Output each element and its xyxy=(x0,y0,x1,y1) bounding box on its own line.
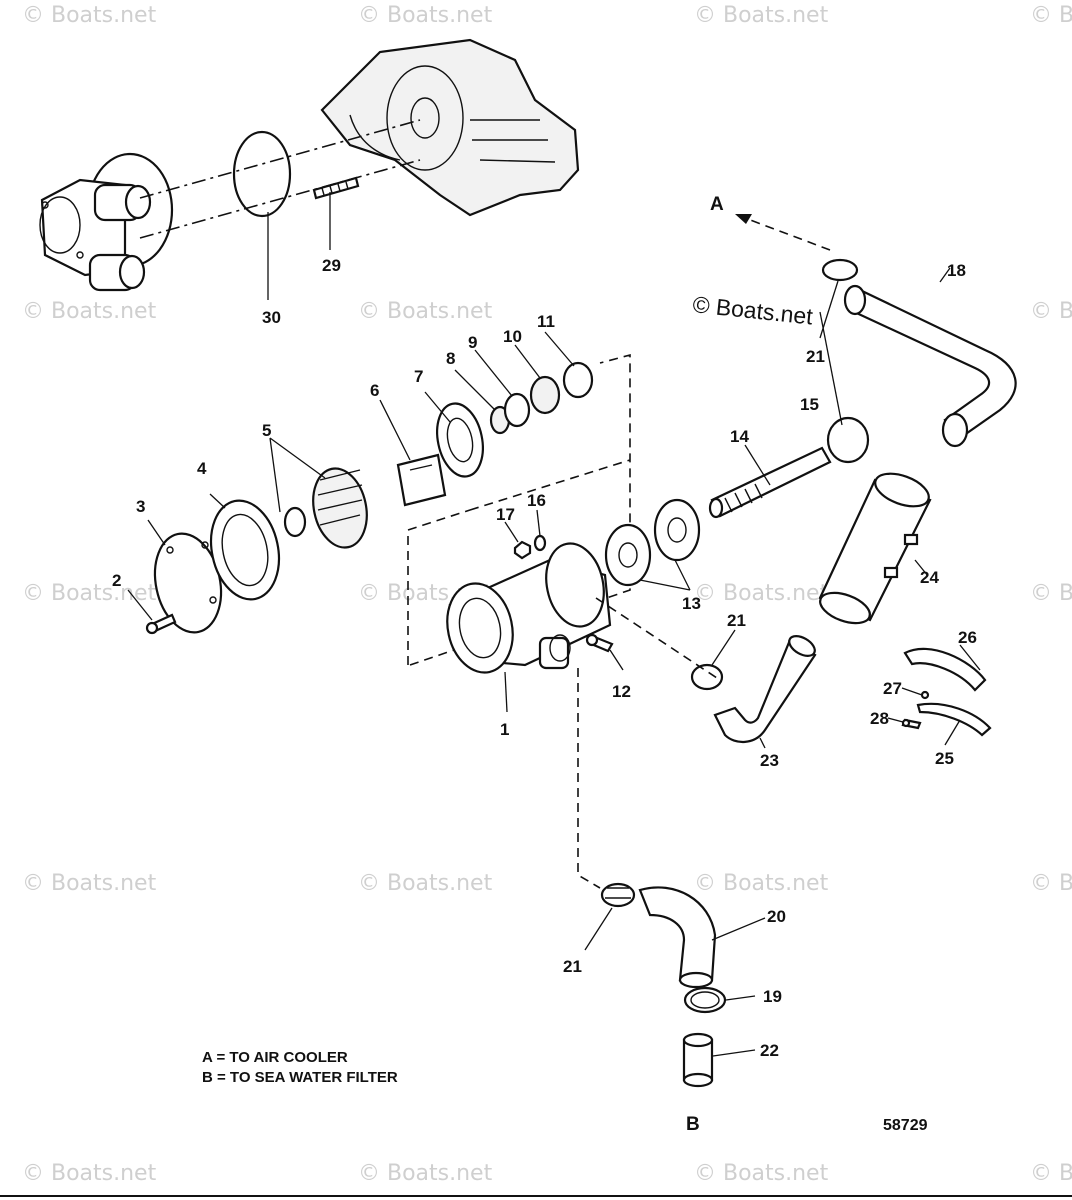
flow-path-b xyxy=(577,668,601,889)
callout-21: 21 xyxy=(806,347,825,366)
watermark: © Boats.net xyxy=(1030,299,1072,324)
o-ring-15 xyxy=(826,416,870,464)
washer-16 xyxy=(533,534,547,552)
callouts: 30 29 3 4 5 6 7 8 9 10 11 2 17 16 12 1 1… xyxy=(112,256,977,1060)
watermark: © Boats.net xyxy=(358,871,493,896)
screw-12 xyxy=(585,633,614,653)
watermark: © Boats.net xyxy=(694,1161,829,1186)
callout-8: 8 xyxy=(446,349,455,368)
hose-clamp-21 xyxy=(690,663,724,691)
callout-9: 9 xyxy=(468,333,477,352)
callout-21: 21 xyxy=(727,611,746,630)
hose-clamp-21 xyxy=(600,882,636,908)
stud-29 xyxy=(312,176,360,200)
callout-30: 30 xyxy=(262,308,281,327)
hose-clamp-21 xyxy=(821,258,859,282)
flow-label-b: B xyxy=(686,1114,700,1135)
callout-19: 19 xyxy=(763,987,782,1006)
gasket-7 xyxy=(436,402,484,478)
watermark: © Boats.net xyxy=(1030,871,1072,896)
bearings-13 xyxy=(604,498,701,587)
watermark: © Boats.net xyxy=(22,299,157,324)
legend: A = TO AIR COOLER B = TO SEA WATER FILTE… xyxy=(202,1049,398,1086)
figure-number: 58729 xyxy=(883,1117,928,1134)
watermark: © Boats.net xyxy=(694,871,829,896)
callout-11: 11 xyxy=(537,312,555,331)
hose-20 xyxy=(638,886,717,989)
wear-plate-6 xyxy=(396,453,447,507)
assembly-centerline xyxy=(139,159,421,239)
flow-arrow-a xyxy=(735,214,831,251)
watermark: © Boats.net xyxy=(1030,1161,1072,1186)
bracket-26 xyxy=(903,647,987,692)
callout-3: 3 xyxy=(136,497,145,516)
watermarks: © Boats.net © Boats.net © Boats.net © Bo… xyxy=(22,3,1072,1186)
shaft-14 xyxy=(708,446,832,519)
flow-label-a: A xyxy=(710,194,724,215)
callout-21: 21 xyxy=(563,957,582,976)
pump-housing-1 xyxy=(446,542,612,674)
hose-18 xyxy=(843,284,1017,448)
watermark: © Boats.net xyxy=(22,871,157,896)
callout-24: 24 xyxy=(920,568,939,587)
washer-9 xyxy=(503,392,531,428)
callout-18: 18 xyxy=(947,261,966,280)
legend-line-b: B = TO SEA WATER FILTER xyxy=(202,1069,398,1086)
watermark: © Boats.net xyxy=(358,1161,493,1186)
watermark: © Boats.net xyxy=(694,3,829,28)
assembly-box xyxy=(407,353,631,666)
clamp-25 xyxy=(916,702,992,737)
callout-28: 28 xyxy=(870,709,889,728)
legend-line-a: A = TO AIR COOLER xyxy=(202,1049,348,1066)
flow-path-mid xyxy=(595,597,721,681)
callout-1: 1 xyxy=(500,720,509,739)
seal-10 xyxy=(529,375,561,415)
screw-2 xyxy=(145,613,177,635)
copyright-label: © Boats.net xyxy=(691,291,814,330)
callout-10: 10 xyxy=(503,327,522,346)
watermark: © Boats.net xyxy=(22,581,157,606)
callout-25: 25 xyxy=(935,749,954,768)
seal-11 xyxy=(562,361,594,399)
fitting-22 xyxy=(682,1032,714,1088)
callout-2: 2 xyxy=(112,571,121,590)
callout-17: 17 xyxy=(496,505,515,524)
leader-lines xyxy=(127,192,981,1057)
o-ring-30 xyxy=(232,130,292,218)
callout-15: 15 xyxy=(800,395,819,414)
watermark: © Boats.net xyxy=(1030,3,1072,28)
washer-27 xyxy=(920,690,930,700)
callout-26: 26 xyxy=(958,628,977,647)
engine-housing xyxy=(320,38,580,217)
callout-13: 13 xyxy=(682,594,701,613)
screw-28 xyxy=(901,718,922,730)
callout-29: 29 xyxy=(322,256,341,275)
callout-5: 5 xyxy=(262,421,271,440)
callout-23: 23 xyxy=(760,751,779,770)
callout-12: 12 xyxy=(612,682,631,701)
callout-14: 14 xyxy=(730,427,749,446)
callout-16: 16 xyxy=(527,491,546,510)
callout-6: 6 xyxy=(370,381,379,400)
watermark: © Boats.net xyxy=(22,3,157,28)
callout-22: 22 xyxy=(760,1041,779,1060)
watermark: © Boats.net xyxy=(358,3,493,28)
hose-23 xyxy=(713,635,817,743)
nut-17 xyxy=(513,540,532,560)
watermark: © Boats.net xyxy=(1030,581,1072,606)
callout-27: 27 xyxy=(883,679,902,698)
hose-clamp-19 xyxy=(683,986,727,1014)
gasket-4 xyxy=(209,499,281,601)
watermark: © Boats.net xyxy=(22,1161,157,1186)
callout-20: 20 xyxy=(767,907,786,926)
watermark: © Boats.net xyxy=(694,581,829,606)
filter-24 xyxy=(818,472,932,625)
assembly-centerline xyxy=(139,119,421,199)
watermark: © Boats.net xyxy=(358,299,493,324)
impeller-5 xyxy=(283,467,368,549)
sea-water-pump-assembly xyxy=(39,152,174,292)
callout-4: 4 xyxy=(197,459,207,478)
callout-7: 7 xyxy=(414,367,423,386)
